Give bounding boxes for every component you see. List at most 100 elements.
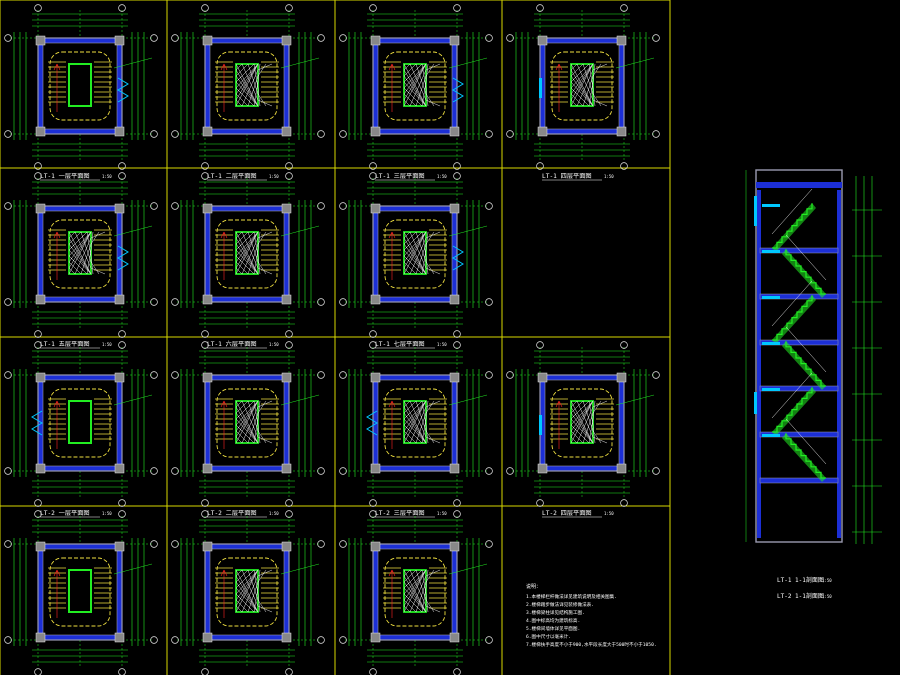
handrail — [216, 557, 278, 627]
well-hatch — [409, 231, 427, 269]
well-hatch — [592, 93, 602, 107]
well-hatch — [403, 400, 417, 414]
column — [35, 372, 46, 383]
stair-run-fill — [772, 295, 816, 344]
well-hatch — [403, 63, 427, 101]
well-hatch — [403, 400, 427, 426]
column — [370, 35, 381, 46]
notes-line: 7.楼梯扶手高度不小于900,水平段长度大于500时不小于1050. — [526, 641, 657, 648]
column — [281, 463, 292, 474]
well-hatch — [425, 87, 429, 107]
stair-well — [570, 63, 594, 107]
column — [114, 541, 125, 552]
axis-bubble — [285, 162, 293, 170]
column — [616, 372, 627, 383]
stair-run-fill — [782, 249, 826, 298]
plan-title: LT-2 四层平面图 — [542, 510, 592, 517]
column — [281, 632, 292, 643]
axis-bubble — [4, 540, 12, 548]
stair-plan[interactable]: LT-1 五层平面图 1:50 — [4, 172, 158, 349]
plan-title: LT-1 五层平面图 — [40, 341, 90, 348]
axis-bubble — [652, 467, 660, 475]
axis-bubble — [150, 130, 158, 138]
axis-bubble — [652, 130, 660, 138]
axis-bubble — [34, 668, 42, 675]
well-hatch — [570, 436, 578, 444]
door-notch — [452, 245, 464, 271]
floor-slab — [759, 477, 839, 484]
well-hatch — [241, 406, 259, 444]
well-hatch — [403, 569, 427, 607]
axis-bubble — [4, 636, 12, 644]
axis-bubble — [485, 34, 493, 42]
well-hatch — [403, 569, 427, 613]
well-hatch — [403, 231, 427, 275]
axis-bubble — [4, 467, 12, 475]
well-hatch — [409, 400, 427, 438]
axis-bubble — [453, 341, 461, 349]
well-hatch — [425, 63, 435, 77]
well-hatch — [74, 237, 92, 275]
well-hatch — [80, 243, 92, 275]
well-hatch — [403, 400, 411, 408]
well-hatch — [235, 63, 249, 77]
well-hatch — [425, 430, 435, 444]
column — [281, 541, 292, 552]
leader-line — [448, 57, 488, 69]
well-hatch — [592, 63, 608, 71]
stair-run-fill — [772, 203, 816, 252]
well-hatch — [235, 569, 243, 577]
column — [370, 126, 381, 137]
well-hatch — [415, 243, 427, 275]
axis-bubble — [453, 4, 461, 12]
well-hatch — [68, 231, 82, 245]
axis-bubble — [369, 4, 377, 12]
landing-beam — [762, 204, 780, 207]
stair-well — [235, 63, 259, 107]
column — [370, 632, 381, 643]
axis-bubble — [201, 4, 209, 12]
well-hatch — [235, 231, 259, 263]
well-hatch — [90, 261, 100, 275]
well-hatch — [235, 63, 259, 95]
well-hatch — [235, 400, 259, 432]
stair-room — [544, 42, 620, 130]
axis-bubble — [506, 371, 514, 379]
notes-title: 说明： — [526, 583, 541, 590]
well-hatch — [403, 599, 417, 613]
column — [35, 294, 46, 305]
well-hatch — [235, 231, 255, 251]
plan-scale: 1:50 — [102, 342, 112, 347]
well-hatch — [235, 231, 243, 239]
axis-bubble — [150, 202, 158, 210]
well-hatch — [247, 63, 259, 95]
axis-bubble — [506, 467, 514, 475]
axis-bubble — [118, 668, 126, 675]
column — [449, 294, 460, 305]
floor-slab — [759, 385, 839, 392]
stair-room — [42, 379, 118, 467]
column — [449, 372, 460, 383]
section-outline — [755, 169, 843, 543]
floor-slab — [759, 293, 839, 300]
stair-well — [403, 231, 427, 275]
well-hatch — [90, 267, 106, 275]
well-hatch — [421, 587, 427, 613]
column — [616, 126, 627, 137]
well-hatch — [257, 231, 261, 251]
well-hatch — [403, 231, 423, 251]
